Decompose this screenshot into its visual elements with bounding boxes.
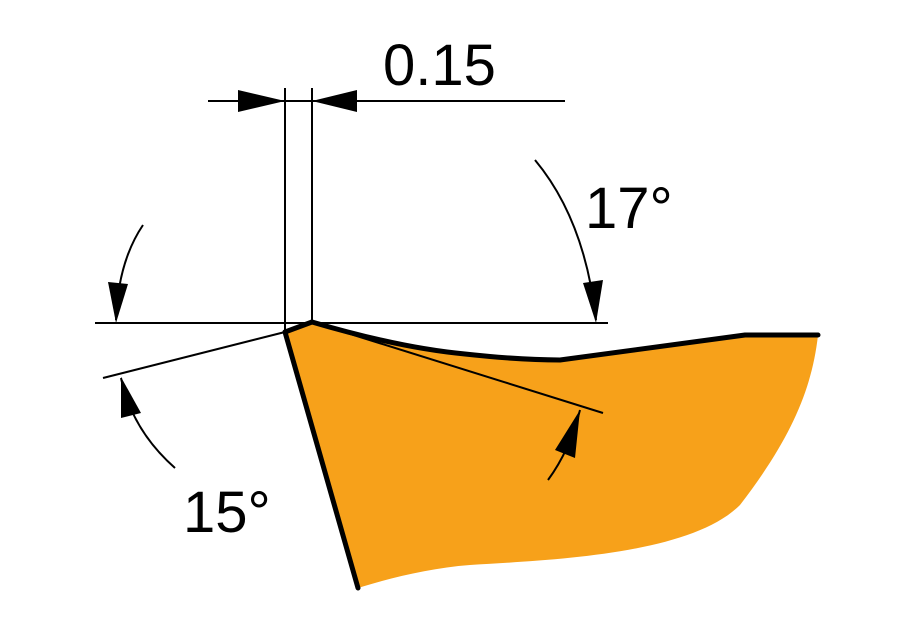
rake-face-edge <box>309 319 821 363</box>
chamfer-angle-arc-lower <box>120 377 176 469</box>
rake-angle-label: 17° <box>585 176 673 241</box>
chamfer-angle-arrow-lower <box>121 377 141 418</box>
width-arrow-left <box>238 90 285 112</box>
chamfer-angle-label: 15° <box>183 480 271 545</box>
width-arrow-right <box>312 90 357 112</box>
rake-angle-line <box>311 321 604 414</box>
insert-body <box>285 322 818 588</box>
edge-width-label: 0.15 <box>383 33 496 98</box>
rake-angle-arrow-lower <box>555 410 580 458</box>
rake-angle-arrow-upper <box>583 280 603 323</box>
flank-face-edge <box>282 329 361 591</box>
chamfer-angle-arrow-upper <box>108 282 128 323</box>
chamfer-angle-line <box>102 331 286 379</box>
